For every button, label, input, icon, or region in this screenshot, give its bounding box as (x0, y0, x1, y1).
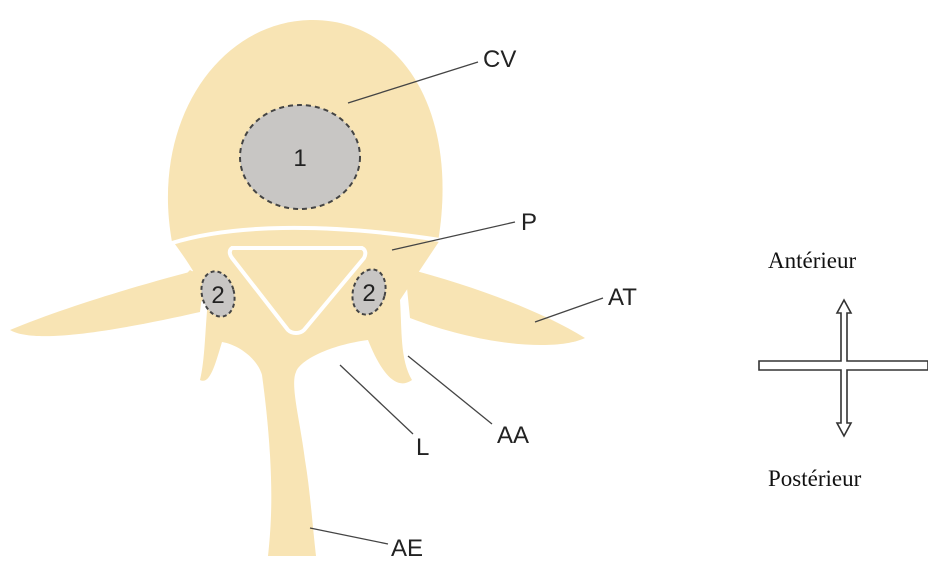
leader-at (535, 298, 603, 322)
vertebra-bone (10, 20, 585, 556)
label-aa: AA (497, 422, 529, 449)
label-cv: CV (483, 46, 516, 73)
label-ae: AE (391, 535, 423, 562)
orientation-indicator: Antérieur Postérieur (759, 248, 928, 491)
leader-aa (408, 356, 492, 424)
orientation-cross-arrow (759, 300, 928, 436)
orientation-bottom-label: Postérieur (768, 466, 862, 491)
label-at: AT (608, 284, 637, 311)
region-2-left-number: 2 (211, 282, 224, 309)
region-2-right-number: 2 (362, 280, 375, 307)
leader-ae (310, 528, 388, 544)
transverse-process-left (10, 268, 205, 336)
transverse-process-right (405, 268, 585, 345)
label-l: L (416, 434, 429, 461)
region-1-number: 1 (293, 145, 306, 172)
orientation-top-label: Antérieur (768, 248, 856, 273)
label-p: P (521, 209, 537, 236)
